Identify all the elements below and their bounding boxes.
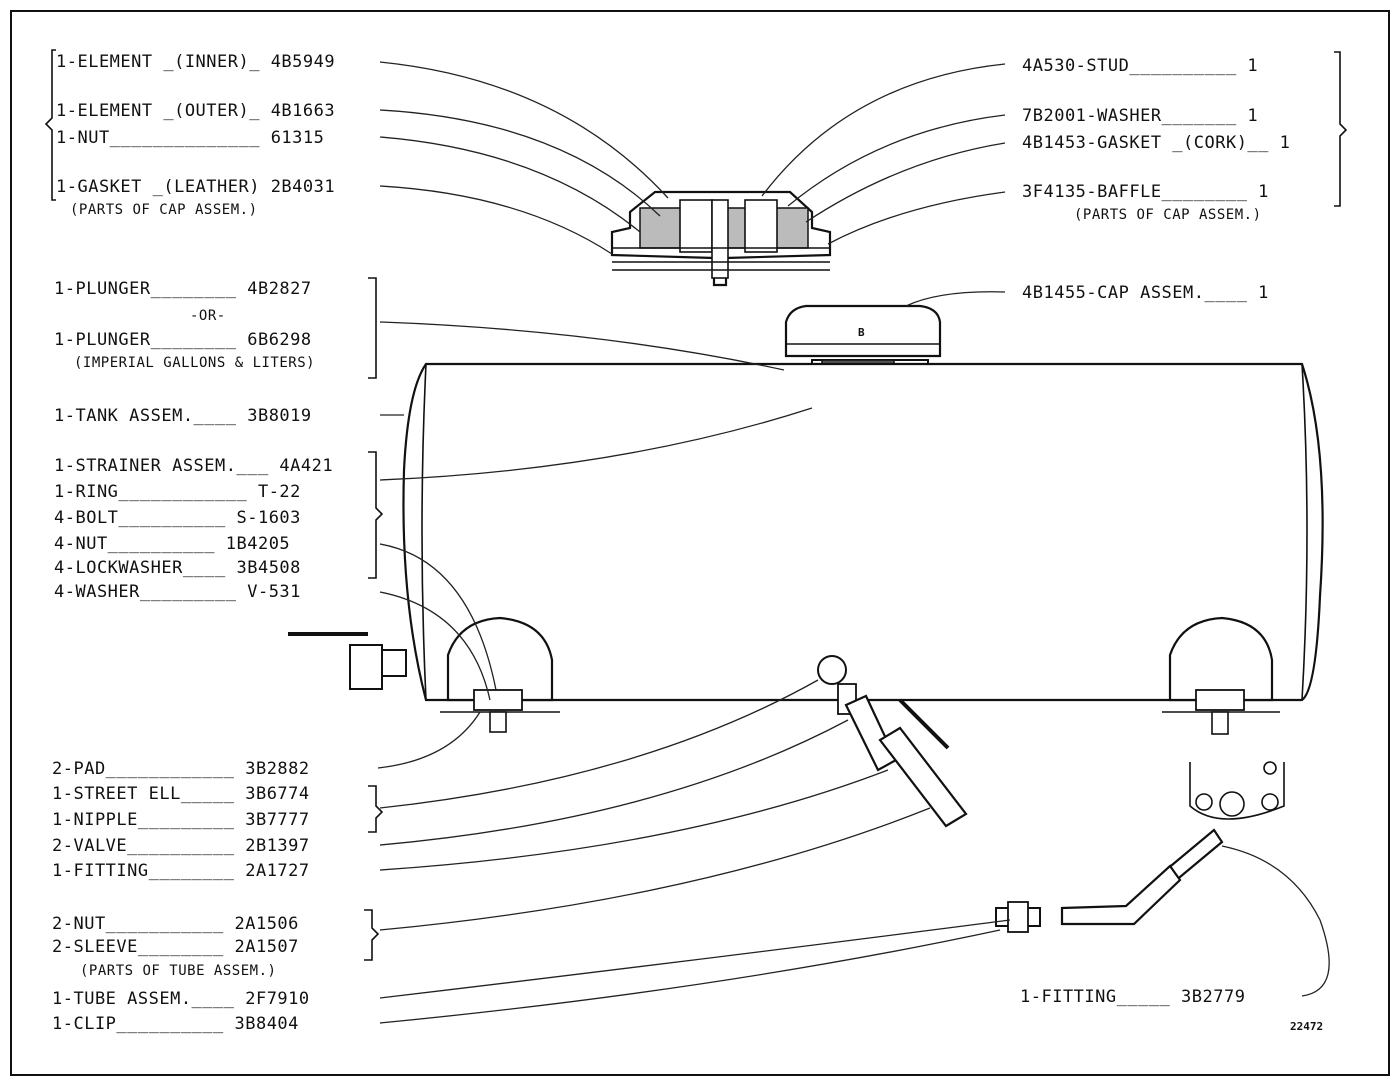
cap-assembly-note-right: (PARTS OF CAP ASSEM.) [1074,207,1262,223]
label-nut-2a1506: 2-NUT___________ 2A1506 [52,914,299,934]
label-element-inner: 1-ELEMENT _(INNER)_ 4B5949 [56,52,335,72]
label-element-outer: 1-ELEMENT _(OUTER)_ 4B1663 [56,101,335,121]
brackets [44,49,1348,961]
plunger-or: -OR- [190,308,226,324]
label-plunger-6b6298: 1-PLUNGER________ 6B6298 [54,330,312,350]
label-baffle: 3F4135-BAFFLE________ 1 [1022,182,1269,202]
label-nut-61315: 1-NUT______________ 61315 [56,128,324,148]
tank-body [288,362,1324,828]
label-fitting-2a1727: 1-FITTING________ 2A1727 [52,861,310,881]
label-bolt: 4-BOLT__________ S-1603 [54,508,301,528]
label-gasket-cork: 4B1453-GASKET _(CORK)__ 1 [1022,133,1290,153]
tube-and-fittings [995,761,1285,933]
left-labels: 1-ELEMENT _(INNER)_ 4B5949 1-ELEMENT _(O… [52,52,335,1034]
label-ring: 1-RING____________ T-22 [54,482,301,502]
cap-assembly-note-left: (PARTS OF CAP ASSEM.) [70,202,258,218]
label-fitting-3b2779: 1-FITTING_____ 3B2779 [1020,987,1245,1007]
diagram-frame [10,10,1390,1076]
figure-number: 22472 [1290,1020,1323,1033]
leader-lines [377,61,1330,1024]
label-clip: 1-CLIP__________ 3B8404 [52,1014,299,1034]
label-strainer-assem: 1-STRAINER ASSEM.___ 4A421 [54,456,333,476]
label-nipple: 1-NIPPLE_________ 3B7777 [52,810,310,830]
label-tank-assem: 1-TANK ASSEM.____ 3B8019 [54,406,312,426]
label-sleeve: 2-SLEEVE________ 2A1507 [52,937,299,957]
label-street-ell: 1-STREET ELL_____ 3B6774 [52,784,310,804]
tube-assembly-note: (PARTS OF TUBE ASSEM.) [80,963,276,979]
cap-stamp: B [858,326,865,339]
label-lockwasher: 4-LOCKWASHER____ 3B4508 [54,558,301,578]
label-valve: 2-VALVE__________ 2B1397 [52,836,310,856]
label-plunger-4b2827: 1-PLUNGER________ 4B2827 [54,279,312,299]
label-washer-v531: 4-WASHER_________ V-531 [54,582,301,602]
label-tube-assem: 1-TUBE ASSEM.____ 2F7910 [52,989,310,1009]
right-labels: 4A530-STUD__________ 1 7B2001-WASHER____… [1020,56,1323,1033]
label-stud: 4A530-STUD__________ 1 [1022,56,1258,76]
label-gasket-leather: 1-GASKET _(LEATHER) 2B4031 [56,177,335,197]
label-washer-7b2001: 7B2001-WASHER_______ 1 [1022,106,1258,126]
label-cap-assem: 4B1455-CAP ASSEM.____ 1 [1022,283,1269,303]
plunger-note: (IMPERIAL GALLONS & LITERS) [74,355,315,371]
label-nut-1b4205: 4-NUT__________ 1B4205 [54,534,290,554]
label-pad: 2-PAD____________ 3B2882 [52,759,310,779]
cap-cross-section [610,190,832,287]
